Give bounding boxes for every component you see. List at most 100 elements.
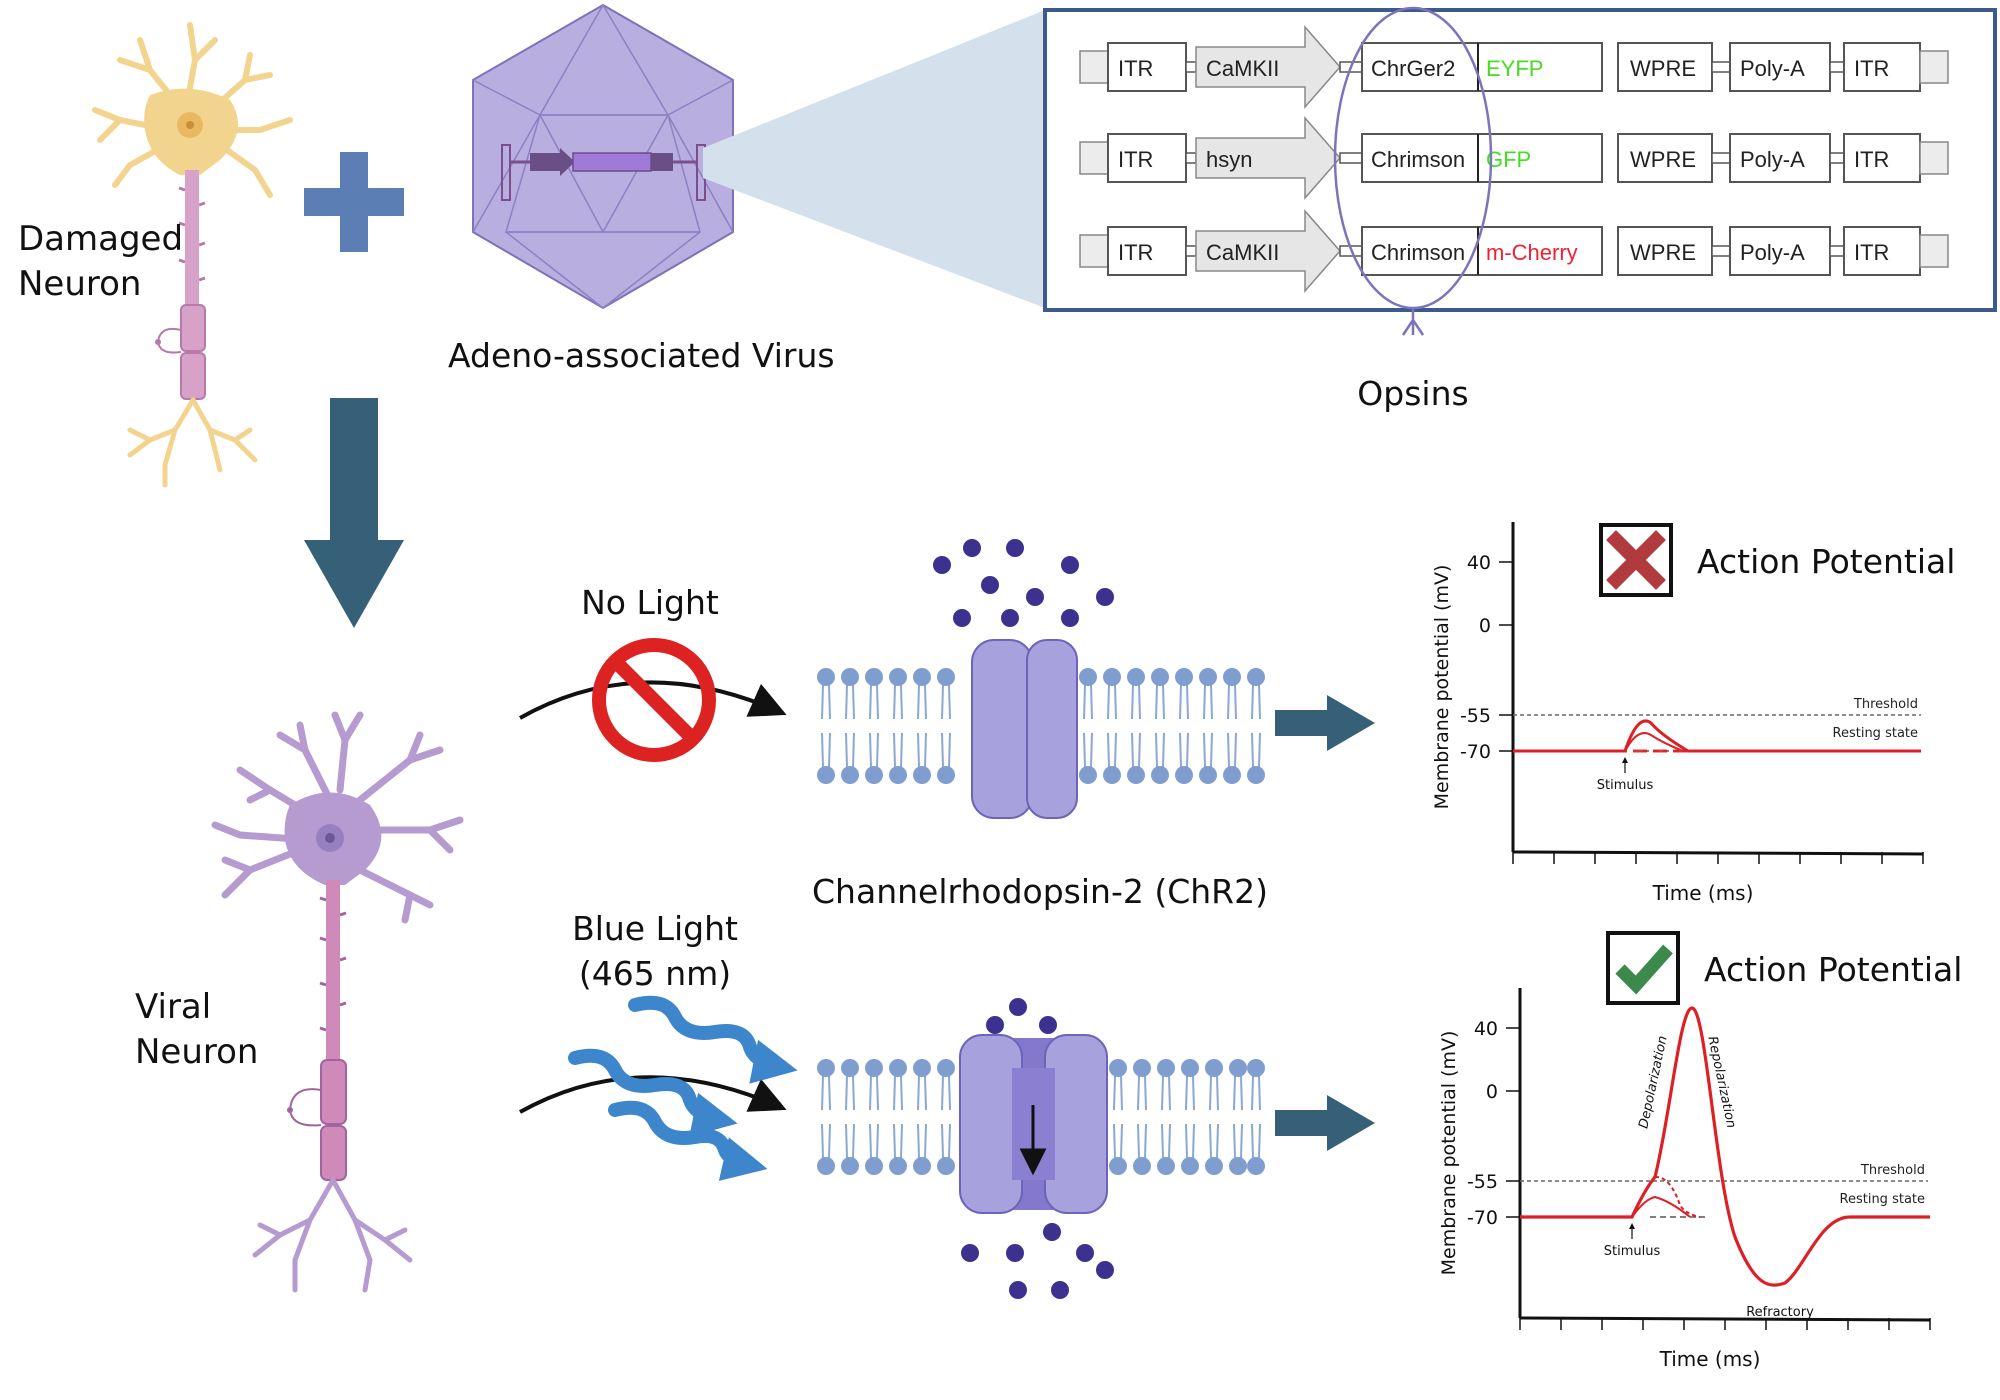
- lipid-head: [817, 1157, 835, 1175]
- construct-connector: [1185, 245, 1197, 257]
- construct-connector: [1829, 152, 1845, 164]
- lipid-tail: [1233, 1075, 1236, 1111]
- lipid-tail: [1107, 684, 1110, 720]
- lipid-head: [889, 668, 907, 686]
- lipid-tail: [917, 1075, 920, 1111]
- opsins-label: Opsins: [1357, 374, 1468, 413]
- damaged-neuron: [92, 22, 293, 488]
- lipid-tail: [948, 1123, 951, 1159]
- construct-connector: [1829, 245, 1845, 257]
- lipid-tail: [1209, 1123, 1212, 1159]
- construct-cap-right: [1919, 50, 1949, 84]
- y-tick-label: -70: [1467, 1207, 1498, 1229]
- lipid-head: [913, 668, 931, 686]
- lipid-tail: [1138, 732, 1141, 768]
- lipid-tail: [1161, 1123, 1164, 1159]
- construct-itr-end-label: ITR: [1854, 56, 1889, 81]
- lipid-tail: [828, 1123, 831, 1159]
- lipid-tail: [1258, 732, 1261, 768]
- viral-neuron-label-line1: Viral: [135, 987, 211, 1027]
- ion: [1039, 1016, 1057, 1034]
- lipid-tail: [924, 1123, 927, 1159]
- lipid-tail: [948, 732, 951, 768]
- lipid-tail: [852, 1123, 855, 1159]
- lipid-head: [1151, 668, 1169, 686]
- construct-connector: [1829, 61, 1845, 73]
- construct-opsin-block: [1361, 226, 1603, 276]
- lipid-tail: [1185, 1075, 1188, 1111]
- lipid-head: [913, 1059, 931, 1077]
- lipid-tail: [1251, 1123, 1254, 1159]
- lipid-tail: [1090, 684, 1093, 720]
- lipid-tail: [1162, 684, 1165, 720]
- lipid-tail: [900, 684, 903, 720]
- lipid-tail: [1210, 732, 1213, 768]
- lipid-tail: [1120, 1123, 1123, 1159]
- lipid-tail: [1107, 732, 1110, 768]
- lipid-head: [1079, 668, 1097, 686]
- ion: [1076, 1244, 1094, 1262]
- construct-itr-end-label: ITR: [1854, 240, 1889, 265]
- down-arrow: [304, 398, 404, 628]
- zoom-wedge: [703, 10, 1045, 308]
- construct-opsin-block: [1361, 133, 1603, 183]
- lipid-head: [1181, 1059, 1199, 1077]
- lipid-tail: [821, 684, 824, 720]
- lipid-tail: [1090, 732, 1093, 768]
- lipid-tail: [1155, 684, 1158, 720]
- construct-promoter-label: CaMKII: [1206, 56, 1279, 81]
- lipid-head: [817, 1059, 835, 1077]
- lipid-head: [913, 766, 931, 784]
- lipid-head: [1247, 1059, 1265, 1077]
- lipid-tail: [917, 684, 920, 720]
- y-tick-label: 0: [1486, 1081, 1498, 1103]
- lipid-tail: [876, 1075, 879, 1111]
- lipid-head: [937, 1059, 955, 1077]
- construct-cap-right: [1919, 141, 1949, 175]
- construct-polya: [1729, 42, 1831, 92]
- lipid-tail: [1216, 1075, 1219, 1111]
- lipid-head: [1157, 1157, 1175, 1175]
- construct-cap-left: [1079, 141, 1109, 175]
- lipid-head: [1223, 766, 1241, 784]
- cross-stroke: [1606, 530, 1666, 590]
- no-light-prohibit-icon: [592, 638, 716, 762]
- ions-outside: [933, 539, 1114, 627]
- construct-itr-label: ITR: [1118, 147, 1153, 172]
- construct-itr: [1107, 42, 1187, 92]
- result-arrow-top: [1275, 695, 1375, 751]
- lipid-head: [1127, 766, 1145, 784]
- no-light-label: No Light: [581, 583, 719, 622]
- lipid-tail: [828, 1075, 831, 1111]
- blue-light-curved-arrow: [519, 1075, 787, 1114]
- ion: [1006, 539, 1024, 557]
- lipid-head: [937, 1157, 955, 1175]
- chr2-channel-open: [959, 1034, 1108, 1214]
- x-axis-label: Time (ms): [1659, 1347, 1761, 1371]
- construct-wpre-label: WPRE: [1630, 240, 1696, 265]
- cross-icon: [1606, 530, 1666, 590]
- lipid-tail: [1144, 1075, 1147, 1111]
- construct-wpre: [1617, 226, 1713, 276]
- ion: [963, 539, 981, 557]
- construct-promoter-label: hsyn: [1206, 147, 1252, 172]
- lipid-tail: [1234, 732, 1237, 768]
- lipid-head: [1079, 766, 1097, 784]
- construct-itr-end: [1843, 226, 1921, 276]
- construct-polya: [1729, 226, 1831, 276]
- construct-polya-label: Poly-A: [1740, 56, 1805, 81]
- lipid-head: [937, 668, 955, 686]
- lipid-head: [817, 668, 835, 686]
- ion: [986, 1016, 1004, 1034]
- y-tick-label: -70: [1460, 741, 1491, 763]
- lipid-tail: [1113, 1123, 1116, 1159]
- lipid-tail: [1168, 1075, 1171, 1111]
- lipid-tail: [869, 1075, 872, 1111]
- lipid-tail: [1258, 684, 1261, 720]
- y-tick-label: 0: [1479, 615, 1491, 637]
- lipid-head: [841, 668, 859, 686]
- lipid-head: [1175, 766, 1193, 784]
- construct-reporter-label: m-Cherry: [1486, 240, 1578, 265]
- construct-connector: [1185, 61, 1197, 73]
- lipid-head: [1247, 668, 1265, 686]
